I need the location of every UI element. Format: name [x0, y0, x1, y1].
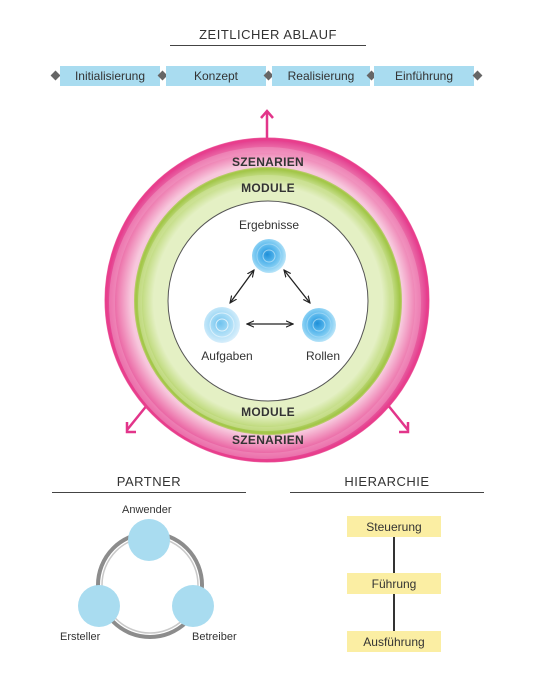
module-label-top: MODULE	[241, 181, 295, 195]
partner-title: PARTNER	[116, 474, 182, 489]
partner-anwender-circle	[128, 519, 170, 561]
pink-arrow-bottom-right	[386, 403, 410, 434]
node-aufgaben-label: Aufgaben	[201, 349, 253, 363]
partner-betreiber-circle	[172, 585, 214, 627]
inner-disc	[167, 200, 369, 402]
node-rollen-icon	[302, 308, 336, 342]
pink-arrow-bottom-left	[125, 403, 149, 434]
partner-ersteller-label: Ersteller	[60, 631, 101, 643]
arrow-ergebnisse-aufgaben	[230, 270, 254, 303]
partner-title-rule	[52, 492, 246, 493]
node-ergebnisse-icon	[252, 239, 286, 273]
hierarchie-steuerung: Steuerung	[347, 516, 441, 537]
phase-konzept: Konzept	[166, 66, 266, 86]
szenarien-label-top: SZENARIEN	[231, 155, 305, 169]
phase-initialisierung: Initialisierung	[60, 66, 160, 86]
pink-arrow-top	[260, 109, 274, 142]
hierarchie-title: HIERARCHIE	[344, 474, 430, 489]
timeline-title: ZEITLICHER ABLAUF	[199, 27, 337, 42]
partner-betreiber-label: Betreiber	[192, 631, 237, 643]
partner-diagram	[78, 519, 214, 639]
node-ergebnisse-label: Ergebnisse	[238, 218, 300, 232]
hierarchie-ausfuehrung: Ausführung	[347, 631, 441, 652]
node-aufgaben-icon	[204, 307, 240, 343]
arrow-ergebnisse-rollen	[284, 270, 310, 303]
node-rollen-label: Rollen	[305, 349, 341, 363]
partner-ersteller-circle	[78, 585, 120, 627]
hierarchie-title-rule	[290, 492, 484, 493]
timeline-title-rule	[170, 45, 366, 46]
phase-realisierung: Realisierung	[272, 66, 370, 86]
phase-einfuehrung: Einführung	[374, 66, 474, 86]
module-label-bottom: MODULE	[241, 405, 295, 419]
hierarchie-fuehrung: Führung	[347, 573, 441, 594]
szenarien-label-bottom: SZENARIEN	[231, 433, 305, 447]
partner-anwender-label: Anwender	[122, 504, 172, 516]
